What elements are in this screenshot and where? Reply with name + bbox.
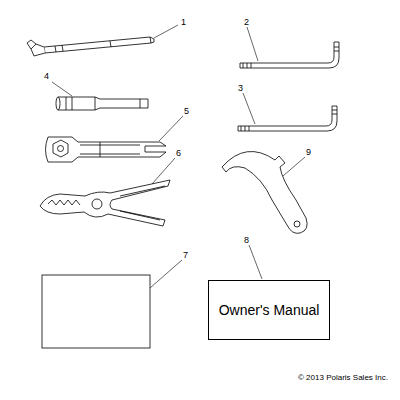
leader-line <box>52 25 305 288</box>
callout-number: 5 <box>184 107 189 116</box>
tire-gauge <box>27 37 154 56</box>
spanner-wrench <box>222 151 307 233</box>
callout-number: 8 <box>244 236 249 245</box>
card <box>42 275 150 348</box>
callout-number: 9 <box>306 148 311 157</box>
copyright-note: © 2013 Polaris Sales Inc. <box>298 374 388 382</box>
callout-number: 6 <box>176 149 181 158</box>
callout-number: 7 <box>183 251 188 260</box>
manual-box: Owner's Manual <box>208 280 330 340</box>
hex-key <box>240 42 339 68</box>
callout-number: 1 <box>181 18 186 27</box>
callout-number: 3 <box>238 84 243 93</box>
socket-wrench <box>56 97 148 110</box>
manual-title: Owner's Manual <box>219 302 320 318</box>
callout-number: 4 <box>44 72 49 81</box>
callout-number: 2 <box>244 18 249 27</box>
pliers <box>40 180 170 226</box>
combination-wrench <box>46 137 167 162</box>
